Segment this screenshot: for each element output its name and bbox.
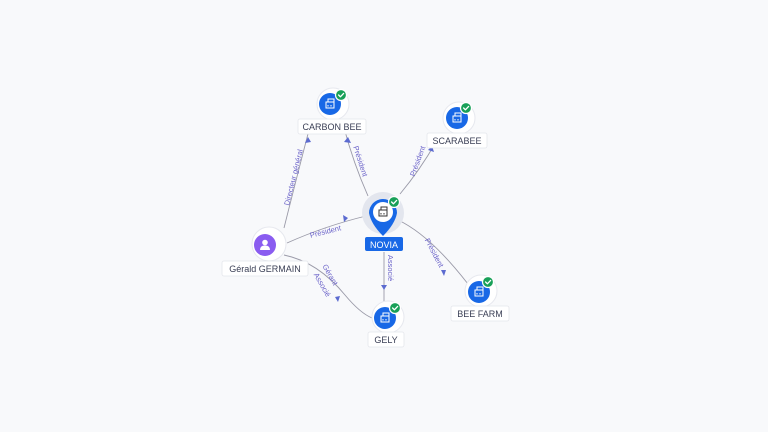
check-badge-icon [387, 195, 401, 209]
node-label: CARBON BEE [302, 122, 361, 132]
node-gerald-germain[interactable]: Gérald GERMAIN [221, 226, 309, 277]
node-scarabee[interactable]: SCARABEE [426, 101, 488, 149]
arrow-icon [335, 296, 340, 302]
node-bee-farm[interactable]: BEE FARM [450, 274, 510, 322]
node-novia[interactable]: NOVIA [362, 192, 404, 251]
arrow-icon [441, 270, 446, 276]
edge-novia-gely[interactable]: Associé [381, 252, 395, 304]
edge-label: Président [309, 223, 343, 240]
edge-gerald-novia[interactable]: Président [286, 215, 367, 244]
arrow-icon [344, 137, 351, 143]
company-node-disc [319, 93, 341, 115]
company-node-disc [374, 307, 396, 329]
edge-label: Associé [386, 255, 395, 281]
arrow-icon [343, 215, 348, 222]
node-label: SCARABEE [432, 136, 481, 146]
node-label: Gérald GERMAIN [229, 264, 301, 274]
person-icon [260, 239, 270, 250]
building-icon [378, 206, 388, 217]
arrow-icon [381, 285, 387, 290]
edge-scarabee-novia[interactable]: Président [399, 141, 437, 195]
edge-label: Président [423, 237, 446, 270]
check-badge-icon [388, 301, 402, 315]
arrow-icon [305, 137, 311, 143]
node-label: NOVIA [370, 240, 398, 250]
node-label: GELY [374, 335, 397, 345]
check-badge-icon [481, 275, 495, 289]
node-gely[interactable]: GELY [367, 300, 405, 348]
edge-gerald-carbon[interactable]: Directeur général [282, 129, 311, 229]
check-badge-icon [459, 101, 473, 115]
node-carbon-bee[interactable]: CARBON BEE [297, 87, 367, 135]
edge-label: Directeur général [282, 148, 305, 206]
node-label: BEE FARM [457, 309, 503, 319]
edge-novia-beefarm[interactable]: Président [397, 219, 469, 285]
check-badge-icon [334, 88, 348, 102]
